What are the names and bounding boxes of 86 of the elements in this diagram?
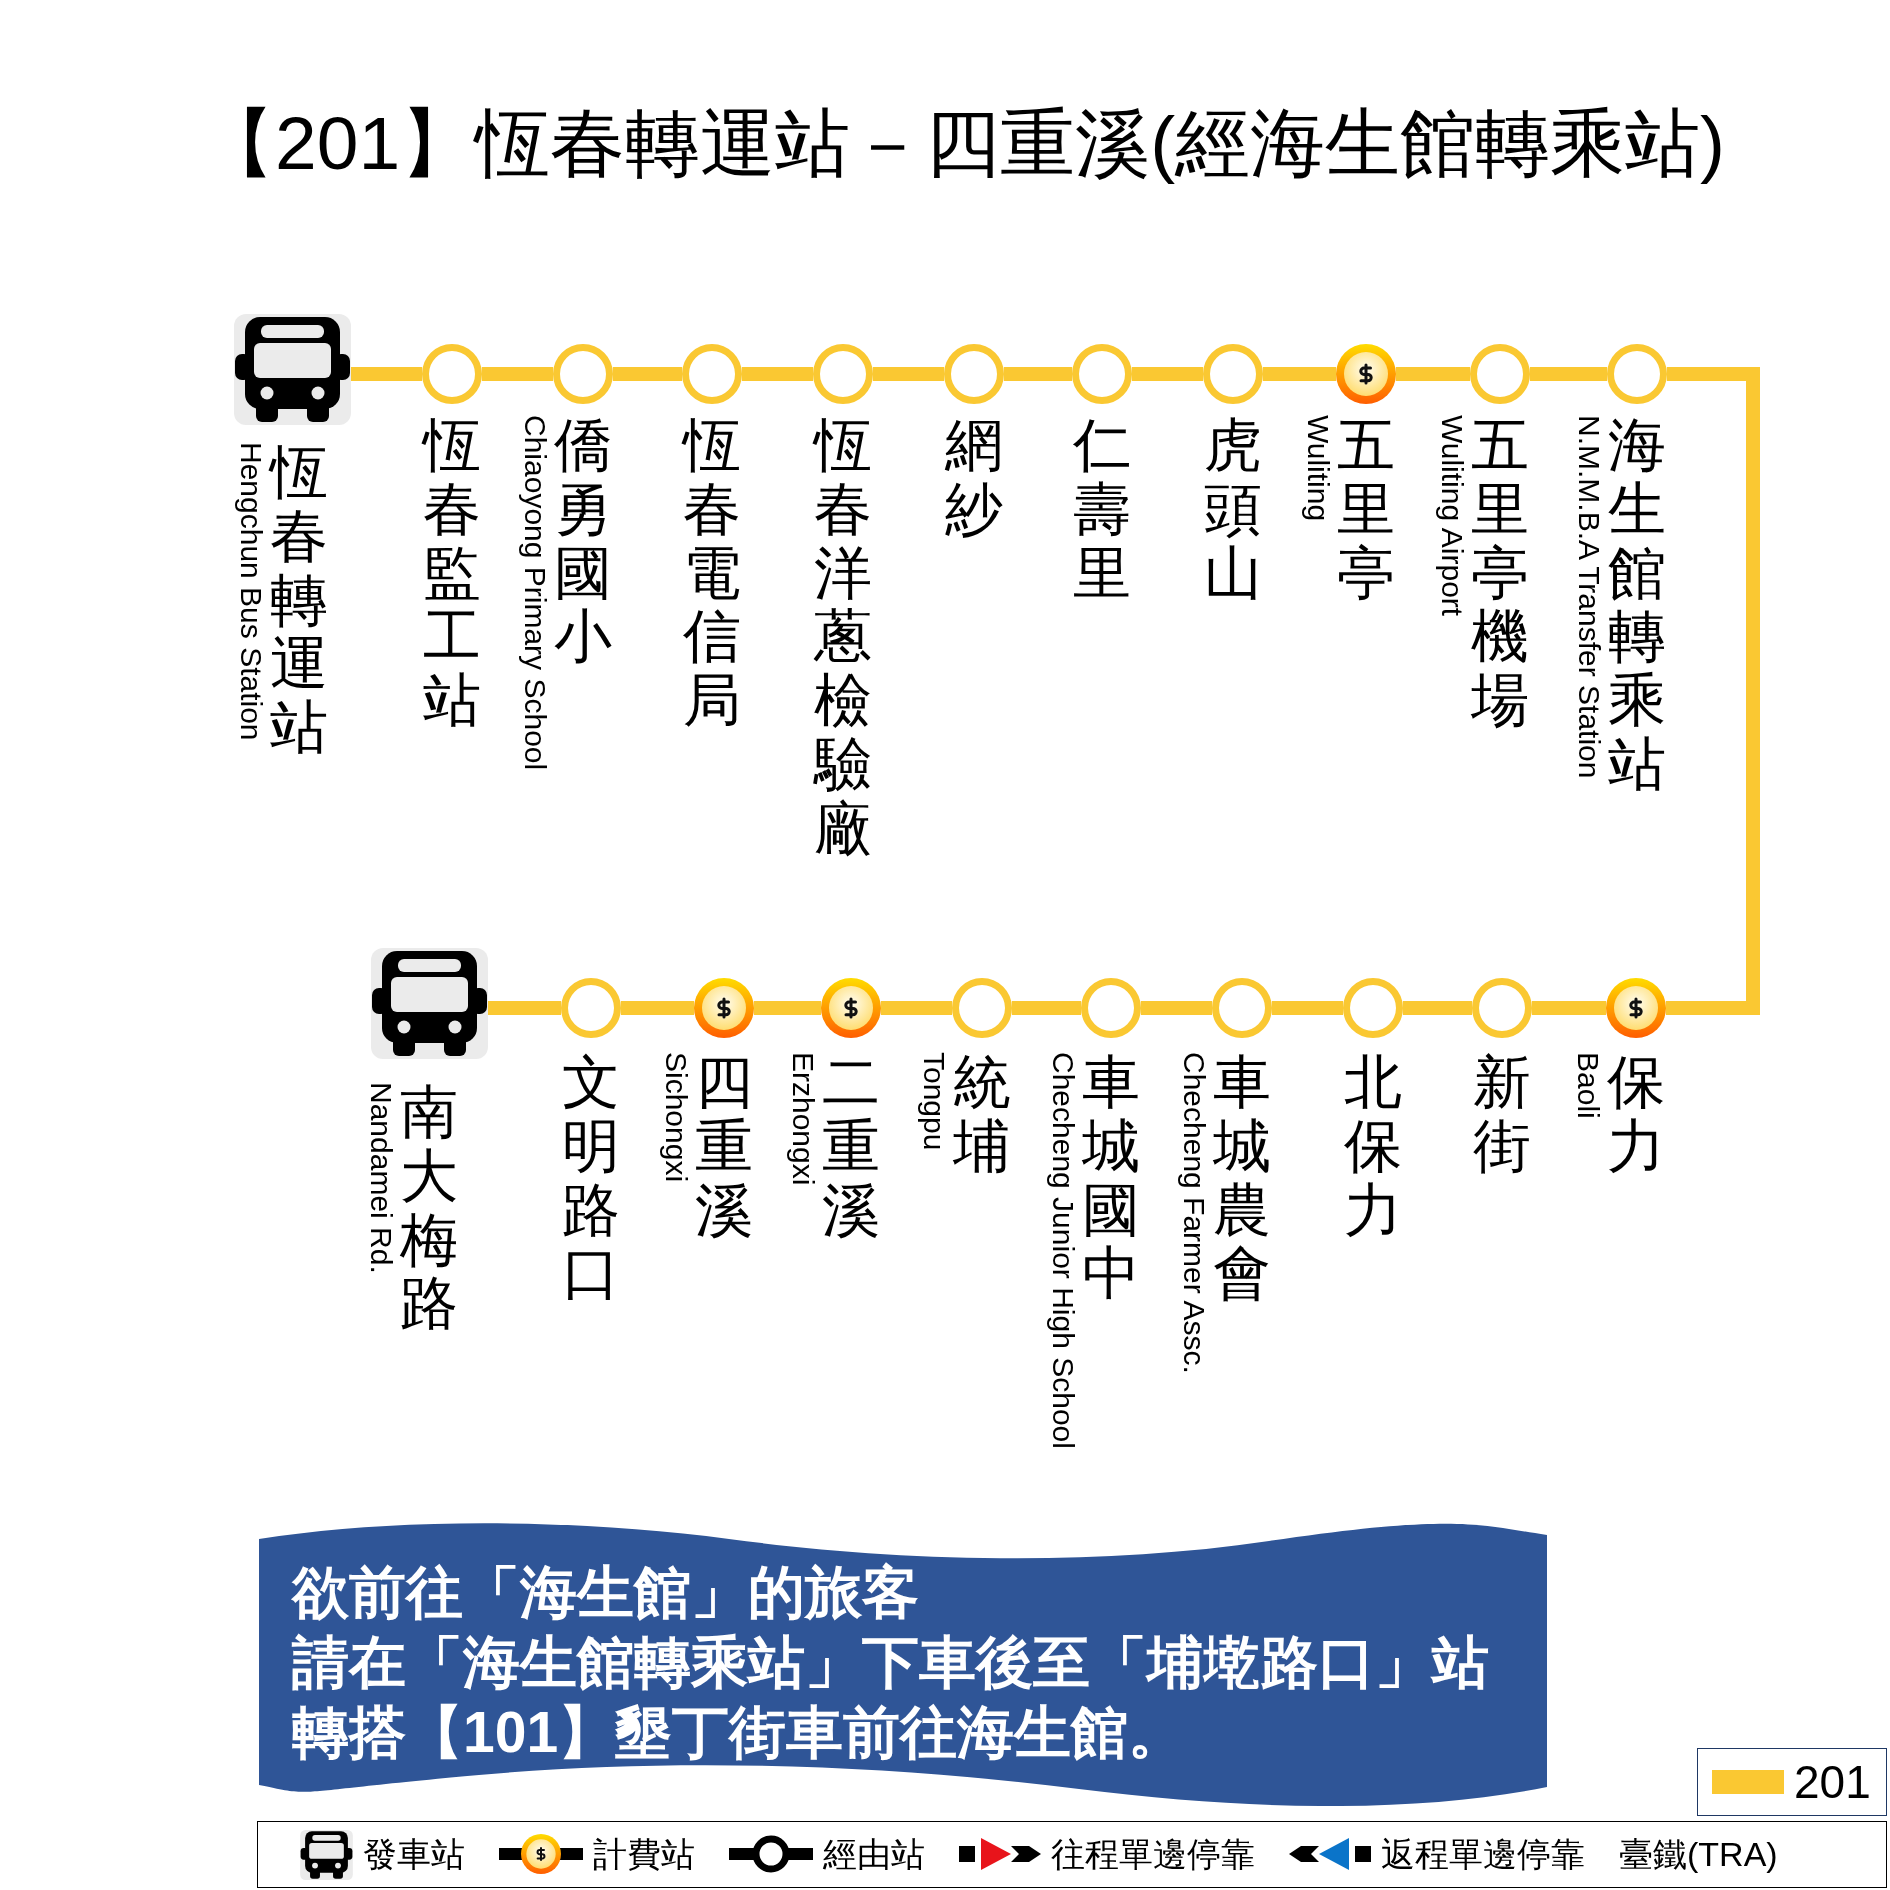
fare-coin-icon [821,978,881,1038]
station-name: 保力 [1607,1050,1665,1178]
stop-ring-icon [813,344,873,404]
station-name: 車城農會 [1213,1050,1271,1306]
stop-ring-icon [1470,344,1530,404]
route-line [873,367,944,381]
stop-ring-icon [682,344,742,404]
station-name: 車城國中 [1082,1050,1140,1306]
stop-ring-icon [952,978,1012,1038]
stop-ring-icon [422,344,482,404]
route-line [881,1001,952,1015]
route-line [1530,367,1607,381]
route-line [742,367,813,381]
route-line [482,367,553,381]
stop-ring-icon [1072,344,1132,404]
station-name: 海生館轉乘站 [1608,413,1666,796]
stop-ring-icon [1343,978,1403,1038]
station-name-english: Wuliting Airport [1436,415,1469,617]
station-name-english: Nandamei Rd. [365,1082,398,1274]
route-line [754,1001,821,1015]
station-name: 北保力 [1344,1050,1402,1242]
stop-ring-icon [1607,344,1667,404]
route-line [487,1001,561,1015]
route-line [1396,367,1470,381]
stop-ring-icon [1212,978,1272,1038]
legend-label: 返程單邊停靠 [1381,1834,1585,1875]
route-line [1012,1001,1081,1015]
route-line [1132,367,1203,381]
legend-label: 往程單邊停靠 [1051,1834,1255,1875]
station-name-english: Hengchun Bus Station [235,442,268,741]
station-name-english: Sichongxi [660,1052,693,1183]
station-name: 僑勇國小 [554,413,612,669]
fare-coin-icon [694,978,754,1038]
stop-ring-icon [944,344,1004,404]
station-name-english: Wuliting [1302,415,1335,522]
route-line [1532,1001,1606,1015]
notice-text: 請在「海生館轉乘站」下車後至「埔墘路口」站 [292,1628,1489,1696]
route-line [1403,1001,1472,1015]
fare-coin-icon [1336,344,1396,404]
station-name: 恆春洋蔥檢驗廠 [814,413,872,860]
legend-label: 計費站 [593,1834,695,1875]
station-name-english: Chiaoyong Primary School [519,415,552,771]
station-name: 文明路口 [562,1050,620,1306]
station-name: 南大梅路 [400,1080,458,1336]
stop-ring-icon [553,344,613,404]
station-name-english: Checheng Farmer Assc. [1178,1052,1211,1374]
legend-label: 臺鐵(TRA) [1619,1834,1778,1875]
stop-ring-icon [561,978,621,1038]
route-line [1272,1001,1343,1015]
station-name-english: Checheng Junior High School [1047,1052,1080,1449]
station-name: 五里亭 [1337,413,1395,605]
legend-label: 經由站 [823,1834,925,1875]
station-name: 恆春轉運站 [270,440,328,759]
notice-banner [259,1521,1547,1806]
station-name-english: Tongpu [918,1052,951,1151]
station-name: 仁壽里 [1073,413,1131,605]
stop-ring-icon [1472,978,1532,1038]
station-name-english: Erzhongxi [787,1052,820,1186]
station-name: 四重溪 [695,1050,753,1242]
station-name: 二重溪 [822,1050,880,1242]
bus-icon [233,314,351,425]
route-line [621,1001,694,1015]
stop-ring-icon [1081,978,1141,1038]
legend-label: 201 [1794,1756,1871,1808]
route-line [1263,367,1336,381]
route-line [350,367,422,381]
route-line [1004,367,1072,381]
notice-text: 轉搭【101】墾丁街車前往海生館。 [292,1698,1186,1766]
notice-text: 欲前往「海生館」的旅客 [292,1558,919,1626]
route-line [1141,1001,1212,1015]
station-name: 網紗 [945,413,1003,541]
route-line [613,367,682,381]
station-name: 統埔 [953,1050,1011,1178]
station-name: 新街 [1473,1050,1531,1178]
stop-ring-icon [1203,344,1263,404]
fare-coin-icon [1606,978,1666,1038]
bus-icon [370,948,488,1059]
route-title: 【201】恆春轉運站－四重溪(經海生館轉乘站) [200,100,1726,187]
station-name: 恆春監工站 [423,413,481,732]
station-name: 恆春電信局 [683,413,741,732]
route-line [1666,367,1760,1015]
station-name: 虎頭山 [1204,413,1262,605]
station-name-english: Baoli [1572,1052,1605,1119]
station-name: 五里亭機場 [1471,413,1529,732]
legend-label: 發車站 [363,1834,465,1875]
station-name-english: N.M.M.B.A Transfer Station [1573,415,1606,779]
